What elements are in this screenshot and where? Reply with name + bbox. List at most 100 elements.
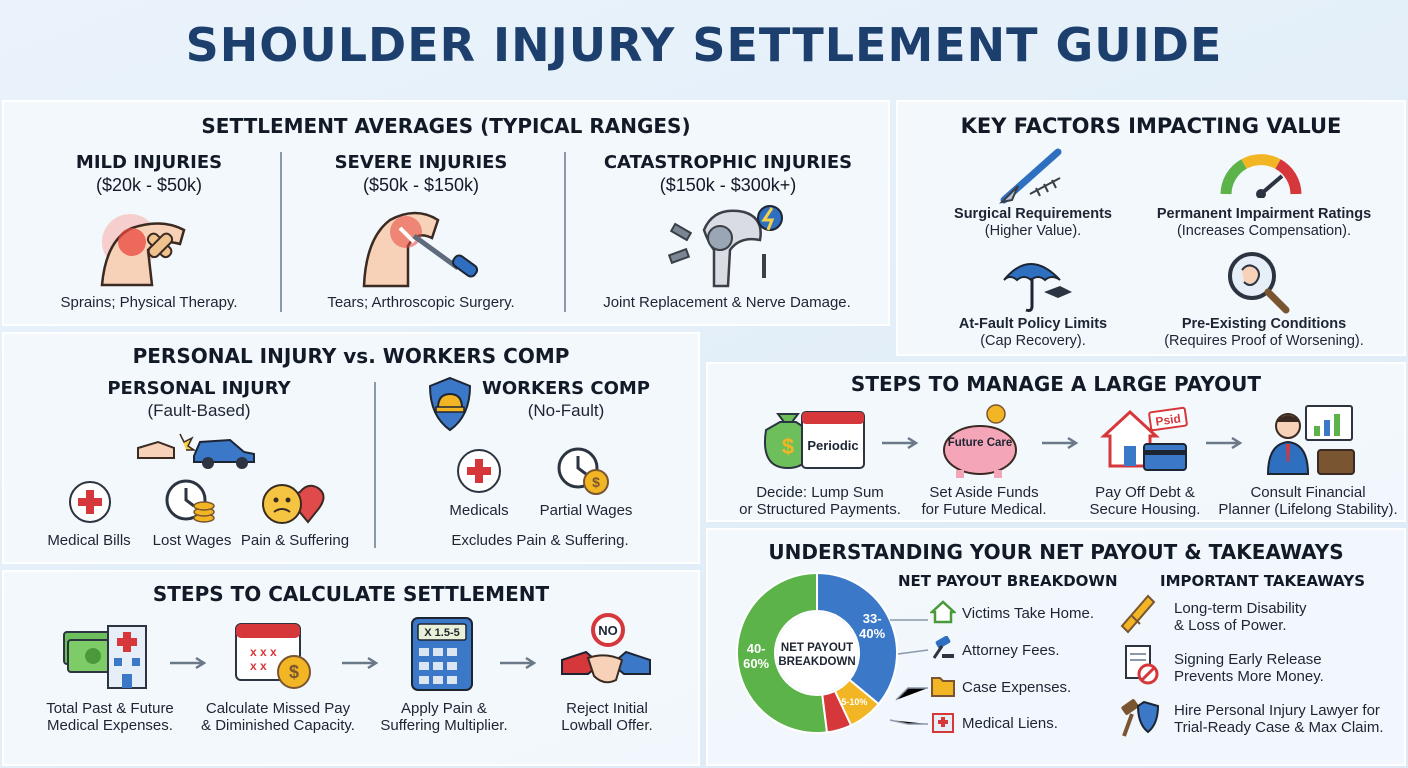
pi-vs-wc-panel: PERSONAL INJURY vs. WORKERS COMP PERSONA… xyxy=(2,332,700,564)
folder-icon xyxy=(930,674,956,698)
donut-slice xyxy=(736,571,829,734)
compare-title: PERSONAL INJURY vs. WORKERS COMP xyxy=(132,344,570,368)
breakdown-title: NET PAYOUT BREAKDOWN xyxy=(898,572,1118,590)
factor-detail: (Higher Value). xyxy=(984,223,1082,239)
donut-segment-label: 33-40% xyxy=(859,611,885,641)
arrow-icon xyxy=(168,656,208,670)
tier-caption: Sprains; Physical Therapy. xyxy=(60,294,238,311)
payout-title: STEPS TO MANAGE A LARGE PAYOUT xyxy=(850,372,1262,396)
gavel-shield-icon xyxy=(1118,696,1162,740)
divider xyxy=(374,382,376,548)
piggy-label: Future Care xyxy=(948,437,1013,449)
calendar-label: Periodic xyxy=(807,438,858,453)
settlement-averages-panel: SETTLEMENT AVERAGES (TYPICAL RANGES) MIL… xyxy=(2,100,890,326)
house-icon xyxy=(930,600,956,624)
donut-center xyxy=(777,613,857,693)
step-line: Decide: Lump Sum xyxy=(756,484,884,501)
medical-cross-icon xyxy=(68,480,112,524)
factors-title: KEY FACTORS IMPACTING VALUE xyxy=(960,114,1342,138)
gavel-icon xyxy=(930,636,956,660)
divider xyxy=(564,152,566,312)
no-sign: NO xyxy=(598,623,618,638)
step-line: Suffering Multiplier. xyxy=(380,717,508,734)
gauge-icon xyxy=(1220,150,1302,198)
wc-item: Medicals xyxy=(449,502,509,519)
divider xyxy=(280,152,282,312)
joint-implant-icon xyxy=(664,200,788,290)
pi-name: PERSONAL INJURY xyxy=(107,378,291,399)
pi-basis: (Fault-Based) xyxy=(147,401,251,420)
donut-slice xyxy=(821,689,853,734)
pi-item: Pain & Suffering xyxy=(240,532,350,549)
clock-coin-icon: $ xyxy=(556,446,612,496)
house-card-icon: Psid xyxy=(1100,406,1192,476)
svg-text:x x: x x xyxy=(250,659,267,673)
tier-range: ($50k - $150k) xyxy=(362,175,480,195)
takeaway-line: Hire Personal Injury Lawyer for xyxy=(1174,702,1380,719)
sprained-shoulder-icon xyxy=(92,200,192,290)
step-line: or Structured Payments. xyxy=(739,501,901,518)
calendar-coin-icon: x x x x x $ xyxy=(232,616,316,692)
takeaway-line: Long-term Disability xyxy=(1174,600,1307,617)
donut-center-label: BREAKDOWN xyxy=(778,656,855,668)
page-title: SHOULDER INJURY SETTLEMENT GUIDE xyxy=(185,18,1223,72)
arthroscopic-tool-icon xyxy=(360,198,484,292)
factor-detail: (Requires Proof of Worsening). xyxy=(1164,333,1364,349)
paid-stamp: Psid xyxy=(1155,411,1182,428)
calculate-steps-panel: STEPS TO CALCULATE SETTLEMENT Total Past… xyxy=(2,570,700,766)
takeaway-line: Prevents More Money. xyxy=(1174,668,1324,685)
arrow-icon xyxy=(340,656,380,670)
donut-segment-label: 5-10% xyxy=(841,697,867,707)
arrow-icon xyxy=(498,656,538,670)
medical-cross-icon xyxy=(456,448,502,494)
wc-note: Excludes Pain & Suffering. xyxy=(451,532,629,549)
cash-hospital-icon xyxy=(62,612,152,692)
clock-coins-icon xyxy=(164,478,216,526)
pi-item: Medical Bills xyxy=(47,532,131,549)
step-line: Calculate Missed Pay xyxy=(205,700,351,717)
svg-text:$: $ xyxy=(592,474,600,490)
wc-basis: (No-Fault) xyxy=(527,401,605,420)
factor-detail: (Increases Compensation). xyxy=(1176,223,1352,239)
svg-text:$: $ xyxy=(782,434,794,459)
calculator-display: X 1.5-5 xyxy=(424,627,459,639)
crutch-icon xyxy=(1118,592,1158,636)
averages-title: SETTLEMENT AVERAGES (TYPICAL RANGES) xyxy=(201,114,691,138)
tier-range: ($150k - $300k+) xyxy=(659,175,797,195)
step-line: Total Past & Future xyxy=(46,700,174,717)
donut-segment-label: 40-60% xyxy=(743,641,769,671)
takeaway-line: Trial-Ready Case & Max Claim. xyxy=(1174,719,1384,736)
tier-name: SEVERE INJURIES xyxy=(334,152,508,173)
tier-name: CATASTROPHIC INJURIES xyxy=(603,152,853,173)
tier-name: MILD INJURIES xyxy=(75,152,223,173)
legend-label: Medical Liens. xyxy=(962,715,1058,732)
car-crash-icon xyxy=(134,426,262,470)
sad-face-heart-icon xyxy=(260,480,332,526)
step-line: Lowball Offer. xyxy=(561,717,653,734)
handshake-no-icon: NO xyxy=(560,612,652,692)
legend-label: Attorney Fees. xyxy=(962,642,1060,659)
step-line: Apply Pain & xyxy=(401,700,487,717)
money-bag-calendar-icon: $ Periodic xyxy=(756,406,868,472)
arrow-icon xyxy=(1040,436,1080,450)
net-payout-panel: UNDERSTANDING YOUR NET PAYOUT & TAKEAWAY… xyxy=(706,528,1406,766)
arrow-icon xyxy=(1204,436,1244,450)
step-line: Planner (Lifelong Stability). xyxy=(1218,501,1398,518)
scalpel-icon xyxy=(998,144,1072,206)
financial-planner-icon xyxy=(1266,404,1358,476)
step-line: & Diminished Capacity. xyxy=(201,717,355,734)
step-line: Consult Financial xyxy=(1250,484,1366,501)
factor-title: At-Fault Policy Limits xyxy=(958,316,1108,332)
tier-range: ($20k - $50k) xyxy=(95,175,203,195)
wc-item: Partial Wages xyxy=(539,502,633,519)
step-line: for Future Medical. xyxy=(921,501,1047,518)
donut-slice xyxy=(816,571,898,706)
piggy-bank-icon: Future Care xyxy=(936,404,1026,478)
factor-title: Surgical Requirements xyxy=(954,206,1112,222)
key-factors-panel: KEY FACTORS IMPACTING VALUE Surgical Req… xyxy=(896,100,1406,356)
tier-caption: Tears; Arthroscopic Surgery. xyxy=(327,294,515,311)
takeaway-line: & Loss of Power. xyxy=(1174,617,1287,634)
shield-hardhat-icon xyxy=(426,376,474,432)
tier-caption: Joint Replacement & Nerve Damage. xyxy=(603,294,851,311)
